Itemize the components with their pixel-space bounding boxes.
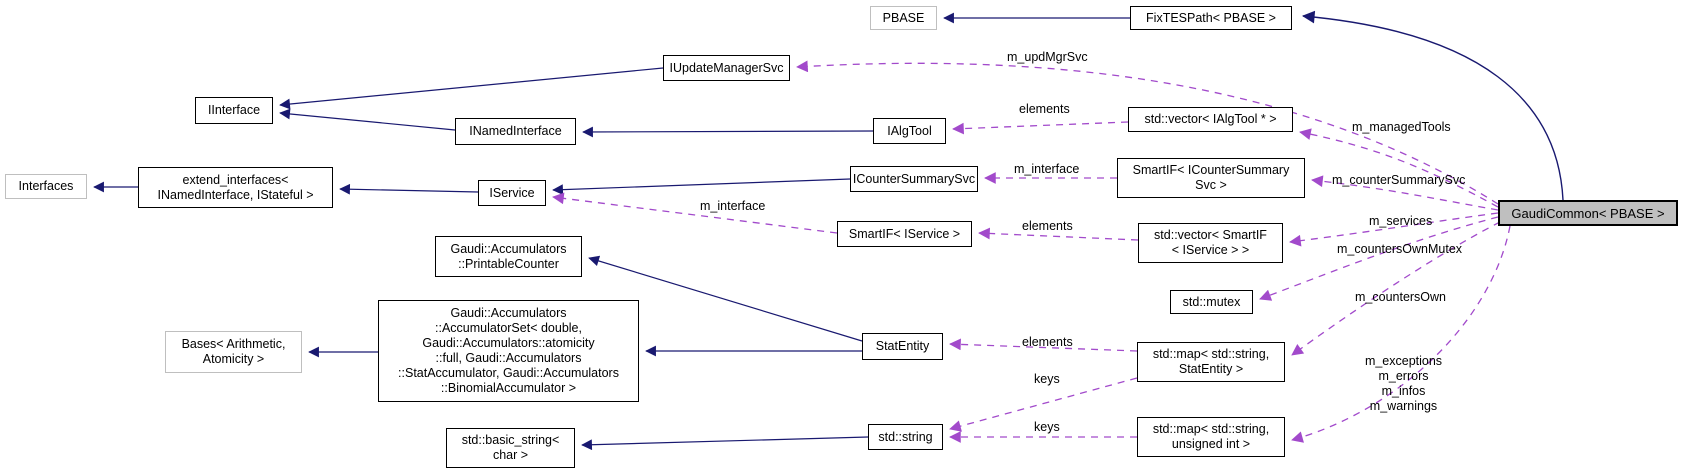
edge-usage-smartif-iservice-interface xyxy=(552,192,838,234)
node-icountersummarysvc[interactable]: ICounterSummarySvc xyxy=(850,166,978,192)
edge-inherit-iupdatemanagersvc-iinterface xyxy=(279,67,664,110)
node-std-string[interactable]: std::string xyxy=(868,424,943,450)
edge-label-updmgrsvc: m_updMgrSvc xyxy=(1007,50,1088,64)
edge-usage-countersown xyxy=(1291,221,1501,356)
edge-usage-vector-ialgtool-elements xyxy=(952,121,1129,135)
node-ialgtool[interactable]: IAlgTool xyxy=(873,118,946,144)
edge-label-keys-statentity-map: keys xyxy=(1034,372,1060,386)
node-printablecounter[interactable]: Gaudi::Accumulators ::PrintableCounter xyxy=(435,236,582,277)
node-smartif-iservice[interactable]: SmartIF< IService > xyxy=(837,221,972,247)
edge-usage-map-statentity-elements xyxy=(949,338,1138,352)
node-smartif-icountersummarysvc[interactable]: SmartIF< ICounterSummary Svc > xyxy=(1117,158,1305,198)
edge-label-keys-unsigned-map: keys xyxy=(1034,420,1060,434)
edge-label-exceptions-errors-infos-warnings: m_exceptions m_errors m_infos m_warnings xyxy=(1364,354,1443,413)
edge-label-countersown: m_countersOwn xyxy=(1355,290,1447,304)
node-bases: Bases< Arithmetic, Atomicity > xyxy=(165,331,302,373)
node-std-mutex[interactable]: std::mutex xyxy=(1170,290,1253,314)
edge-label-countersummarysvc: m_counterSummarySvc xyxy=(1332,173,1466,187)
node-statentity[interactable]: StatEntity xyxy=(862,333,943,360)
edge-label-elements-statentity: elements xyxy=(1022,335,1073,349)
edge-inherit-iservice-extendinterfaces xyxy=(339,183,479,195)
edge-inherit-ialgtool-inamedinterface xyxy=(582,126,874,138)
edge-usage-countersownmutex xyxy=(1259,216,1499,301)
edge-label-countersownmutex: m_countersOwnMutex xyxy=(1337,242,1463,256)
node-gaudicommon: GaudiCommon< PBASE > xyxy=(1498,200,1678,226)
edge-label-services: m_services xyxy=(1369,214,1433,228)
node-accumulatorset[interactable]: Gaudi::Accumulators ::AccumulatorSet< do… xyxy=(378,300,639,402)
edge-label-elements-ialgtool: elements xyxy=(1019,102,1070,116)
edge-inherit-statentity-printablecounter xyxy=(588,255,863,342)
edge-usage-managedtools xyxy=(1299,128,1499,208)
node-iinterface[interactable]: IInterface xyxy=(195,97,273,124)
edge-usage-map-statentity-keys xyxy=(949,377,1138,432)
node-iupdatemanagersvc[interactable]: IUpdateManagerSvc xyxy=(663,55,790,81)
edge-inherit-gaudicommon-fixtespath xyxy=(1301,10,1564,201)
edge-usage-vector-smartif-elements xyxy=(978,227,1139,241)
edge-usage-exceptions-errors-infos-warnings xyxy=(1291,225,1511,443)
edge-label-elements-smartif: elements xyxy=(1022,219,1073,233)
node-fixtespath[interactable]: FixTESPath< PBASE > xyxy=(1130,6,1292,30)
node-pbase: PBASE xyxy=(870,6,937,30)
edge-label-interface-icss: m_interface xyxy=(1014,162,1080,176)
edge-usage-updmgrsvc xyxy=(796,60,1499,205)
edge-label-managedtools: m_managedTools xyxy=(1352,120,1451,134)
node-map-string-statentity[interactable]: std::map< std::string, StatEntity > xyxy=(1137,342,1285,382)
edge-inherit-stdstring-basicstring xyxy=(581,436,869,451)
node-vector-ialgtool[interactable]: std::vector< IAlgTool * > xyxy=(1128,107,1293,132)
edge-label-interface-iservice: m_interface xyxy=(700,199,766,213)
edge-usage-countersummarysvc xyxy=(1311,175,1499,211)
node-basic-string[interactable]: std::basic_string< char > xyxy=(446,428,575,468)
node-vector-smartif-iservice[interactable]: std::vector< SmartIF < IService > > xyxy=(1138,223,1283,263)
node-map-string-unsigned-int[interactable]: std::map< std::string, unsigned int > xyxy=(1137,417,1285,457)
edge-inherit-inamedinterface-iinterface xyxy=(279,108,456,131)
node-iservice[interactable]: IService xyxy=(478,180,546,206)
edge-inherit-icountersummarysvc-iservice xyxy=(552,178,851,196)
node-inamedinterface[interactable]: INamedInterface xyxy=(455,118,576,145)
node-interfaces: Interfaces xyxy=(5,174,87,199)
node-extend-interfaces[interactable]: extend_interfaces< INamedInterface, ISta… xyxy=(138,167,333,208)
